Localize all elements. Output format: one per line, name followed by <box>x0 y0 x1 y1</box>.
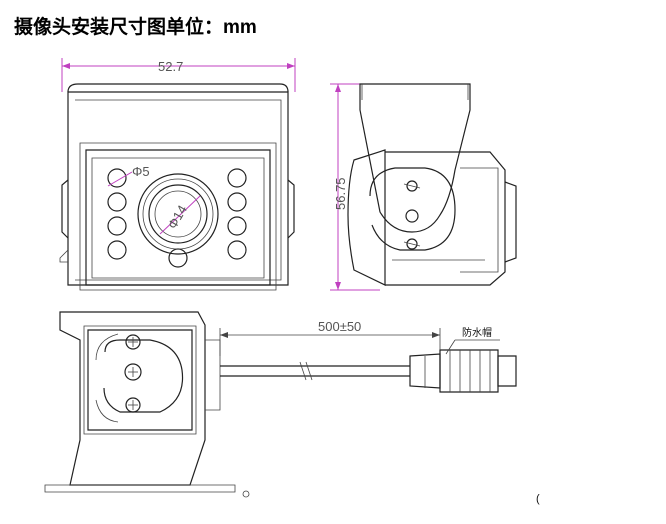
width-dimension: 52.7 <box>158 59 183 74</box>
bottom-view: 500±50 防水帽 <box>44 311 517 498</box>
lens-diameter-label: Φ14 <box>165 202 190 231</box>
diagram-title: 摄像头安装尺寸图单位：mm <box>14 12 257 39</box>
cable-length-dimension: 500±50 <box>318 319 361 334</box>
title-unit: mm <box>223 17 257 38</box>
waterproof-cap-label: 防水帽 <box>462 326 492 339</box>
led-diameter-label: Φ5 <box>132 164 150 179</box>
height-dimension: 56.75 <box>333 177 348 210</box>
side-view: 56.75 <box>330 83 517 291</box>
title-text: 摄像头安装尺寸图单位： <box>14 16 224 38</box>
front-view: 52.7 Φ5 Φ14 <box>59 58 296 291</box>
stray-mark: ( <box>536 493 540 505</box>
